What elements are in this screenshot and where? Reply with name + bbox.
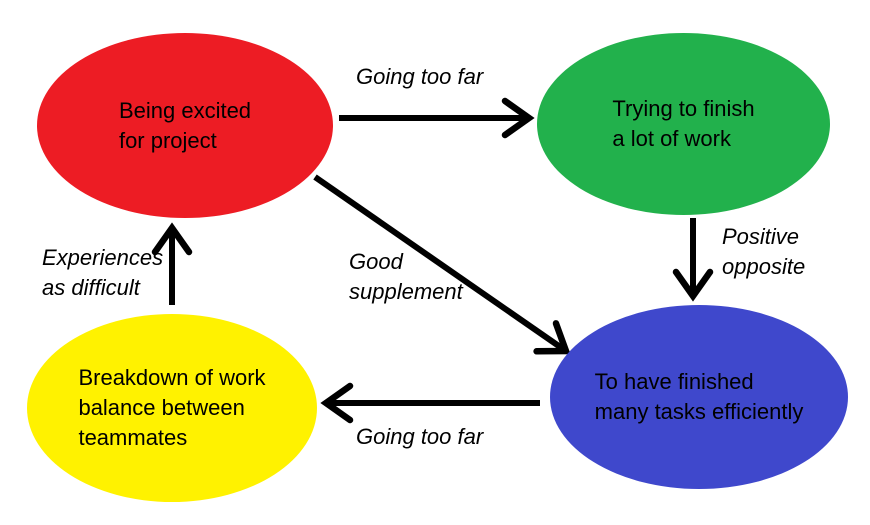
node-label-line: Breakdown of work: [78, 365, 266, 390]
edge-label-line: Going too far: [356, 64, 484, 89]
edge-label-good-supplement: Good supplement: [349, 247, 463, 307]
edge-label-line: Good: [349, 249, 403, 274]
node-label-line: To have finished: [594, 369, 754, 394]
node-label-line: Being excited: [118, 97, 252, 123]
edge-label-experiences-as-difficult: Experiences as difficult: [42, 243, 163, 303]
node-trying-to-finish-label: Trying to finish a lot of work: [612, 94, 754, 154]
edge-label-line: Positive: [722, 224, 800, 249]
edge-label-line: Going too far: [356, 424, 484, 449]
edge-label-going-too-far-top: Going too far: [356, 62, 483, 92]
node-label-line: many tasks efficiently: [594, 399, 804, 424]
node-label-line: a lot of work: [612, 126, 731, 151]
node-label-line: teammates: [78, 425, 188, 450]
node-label-line: Trying to finish: [612, 96, 755, 121]
edge-label-line: supplement: [349, 279, 463, 304]
node-label-line: balance between: [78, 395, 245, 420]
edge-label-line: as difficult: [42, 275, 140, 300]
node-finished-tasks-label: To have finished many tasks efficiently: [595, 367, 804, 427]
node-finished-tasks: To have finished many tasks efficiently: [550, 305, 848, 489]
node-label-line: for project: [118, 127, 217, 153]
edge-label-line: Experiences: [42, 245, 164, 270]
edge-label-going-too-far-bottom: Going too far: [356, 422, 483, 452]
arrow-excited-to-finished: [313, 174, 571, 355]
node-breakdown-label: Breakdown of work balance between teamma…: [78, 363, 265, 453]
node-trying-to-finish: Trying to finish a lot of work: [537, 33, 830, 215]
edge-label-positive-opposite: Positive opposite: [722, 222, 805, 282]
node-being-excited: Being excited for project: [37, 33, 333, 218]
node-being-excited-label: Being excited for project: [119, 96, 251, 156]
edge-label-line: opposite: [722, 254, 806, 279]
node-breakdown: Breakdown of work balance between teamma…: [27, 314, 317, 502]
